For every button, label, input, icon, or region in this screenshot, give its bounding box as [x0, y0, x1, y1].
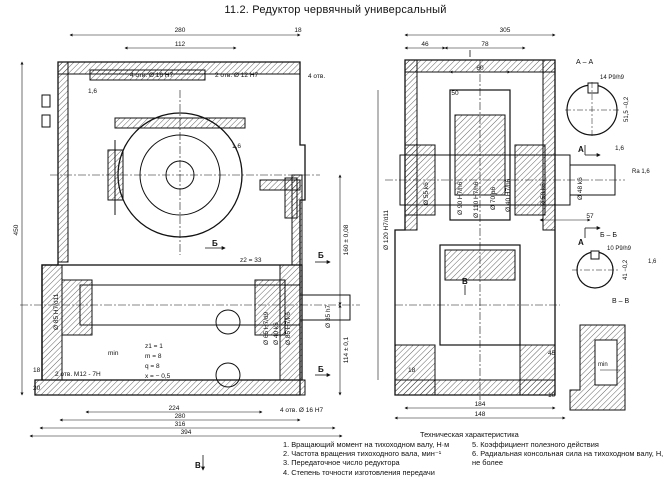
dim-40h7: Ø 40 H7/h6: [505, 178, 512, 212]
dim-46: 46: [421, 41, 429, 48]
section-bb-key: 10 P9/h9: [607, 246, 632, 252]
drawing-title: 11.2. Редуктор червячный универсальный: [224, 4, 447, 16]
section-bb-height: 41 −0,2: [623, 259, 629, 280]
dim-35: Ø 35 h7: [325, 304, 332, 328]
section-vv: [569, 324, 626, 411]
label-z2: z2 = 33: [240, 257, 262, 264]
dim-65: Ø 65 H7/d9: [263, 311, 270, 345]
dim-280-top: 280: [175, 27, 186, 34]
section-marker-v-bot: В: [195, 461, 201, 470]
front-view: [20, 33, 360, 471]
dim-55: Ø 55 k6: [423, 182, 430, 205]
roughness-3: 1,6: [615, 145, 624, 152]
label-min: min: [108, 350, 119, 357]
spec-item: 2. Частота вращения тихоходного вала, ми…: [283, 449, 442, 459]
dim-18-r: 18: [408, 367, 416, 374]
dim-316: 316: [175, 421, 186, 428]
roughness-2: 1,6: [232, 143, 241, 150]
dim-85a: Ø 85 H7/d11: [53, 293, 60, 330]
dim-160: 160 ± 0,08: [343, 224, 350, 255]
spec-item: 4. Степень точности изготовления передач…: [283, 467, 435, 477]
dim-280-bot: 280: [175, 413, 186, 420]
label-m: m = 8: [145, 353, 162, 360]
spec-list-left: 1. Вращающий момент на тихоходном валу, …: [283, 440, 449, 477]
dim-60: 60: [476, 65, 484, 72]
dim-148: 148: [475, 411, 486, 418]
section-marker-b2: Б: [318, 251, 324, 260]
section-vv-label: В – В: [612, 298, 629, 305]
dim-450: 450: [13, 224, 20, 235]
dim-112: 112: [175, 41, 186, 48]
roughness-notes: Ra 1,6 1,6: [632, 169, 657, 265]
dim-18-left: 18: [33, 367, 41, 374]
dim-50: 50: [451, 90, 459, 97]
label-x: x = − 0,5: [145, 373, 171, 380]
dim-184: 184: [475, 401, 486, 408]
spec-item: 5. Коэффициент полезного действия: [472, 440, 599, 449]
label-m12: 2 отв. M12 - 7H: [55, 371, 101, 378]
dim-18-top: 18: [294, 27, 302, 34]
spec-item: 6. Радиальная консольная сила на тихоход…: [472, 449, 664, 459]
label-holes-16: 4 отв. Ø 16 H7: [130, 72, 174, 79]
side-view: [377, 33, 625, 420]
dim-40: Ø 40 k6: [273, 322, 280, 345]
section-bb-label: Б – Б: [600, 232, 617, 239]
dim-224: 224: [169, 405, 180, 412]
roughness-4: Ra 1,6: [632, 169, 650, 175]
spec-item: не более: [472, 458, 503, 468]
section-aa: [565, 82, 620, 138]
spec-item: 3. Передаточное число редуктора: [283, 458, 400, 468]
side-view-labels: 305 46 78 60 50 Ø 120 H7/d11 Ø 55 k6 Ø 9…: [383, 27, 624, 418]
section-aa-key: 14 P9/h9: [600, 75, 625, 81]
section-marker-a-top: А: [578, 145, 584, 154]
dim-110: Ø 110 H7/h6: [473, 181, 480, 218]
section-aa-height: 51,5 −0,2: [624, 96, 630, 122]
dim-70: Ø 70 p6: [490, 186, 497, 210]
spec-list-right: 5. Коэффициент полезного действия 6. Рад…: [472, 440, 663, 468]
dim-85b: Ø 85 H7/k6: [285, 312, 292, 345]
section-marker-v-top: В: [462, 277, 468, 286]
section-vv-min: min: [598, 362, 608, 368]
spec-item: 1. Вращающий момент на тихоходном валу, …: [283, 440, 450, 449]
front-view-labels: 280 112 18 4 отв. Ø 16 H7 2 отв. Ø 12 H7…: [13, 27, 350, 436]
section-marker-b1: Б: [212, 239, 218, 248]
dim-120: Ø 120 H7/d11: [383, 210, 390, 250]
section-bb: [572, 250, 620, 289]
section-aa-label: А – А: [576, 59, 593, 66]
label-z1: z1 = 1: [145, 343, 163, 350]
dim-48: Ø 48 k6: [577, 177, 584, 200]
label-holes-12: 2 отв. Ø 12 H7: [215, 72, 259, 79]
label-holes-bot: 4 отв. Ø 16 H7: [280, 407, 324, 414]
spec-title: Техническая характеристика: [420, 430, 519, 439]
roughness-1: 1,6: [88, 88, 97, 95]
label-holes-4: 4 отв.: [308, 73, 325, 80]
dim-10: 10: [548, 392, 556, 399]
dim-50b: Ø 50 k6: [540, 183, 547, 206]
dim-90: Ø 90 H7/h6: [457, 181, 464, 215]
roughness-5: 1,6: [648, 259, 657, 265]
dim-78: 78: [481, 41, 489, 48]
label-q: q = 8: [145, 363, 160, 370]
dim-20: 20: [33, 385, 41, 392]
dim-45: 45: [548, 350, 556, 357]
dim-57: 57: [586, 213, 594, 220]
dim-305: 305: [500, 27, 511, 34]
section-marker-a-bot: А: [578, 238, 584, 247]
section-marker-b3: Б: [318, 365, 324, 374]
dim-114: 114 ± 0,1: [343, 336, 350, 363]
dim-394: 394: [181, 429, 192, 436]
